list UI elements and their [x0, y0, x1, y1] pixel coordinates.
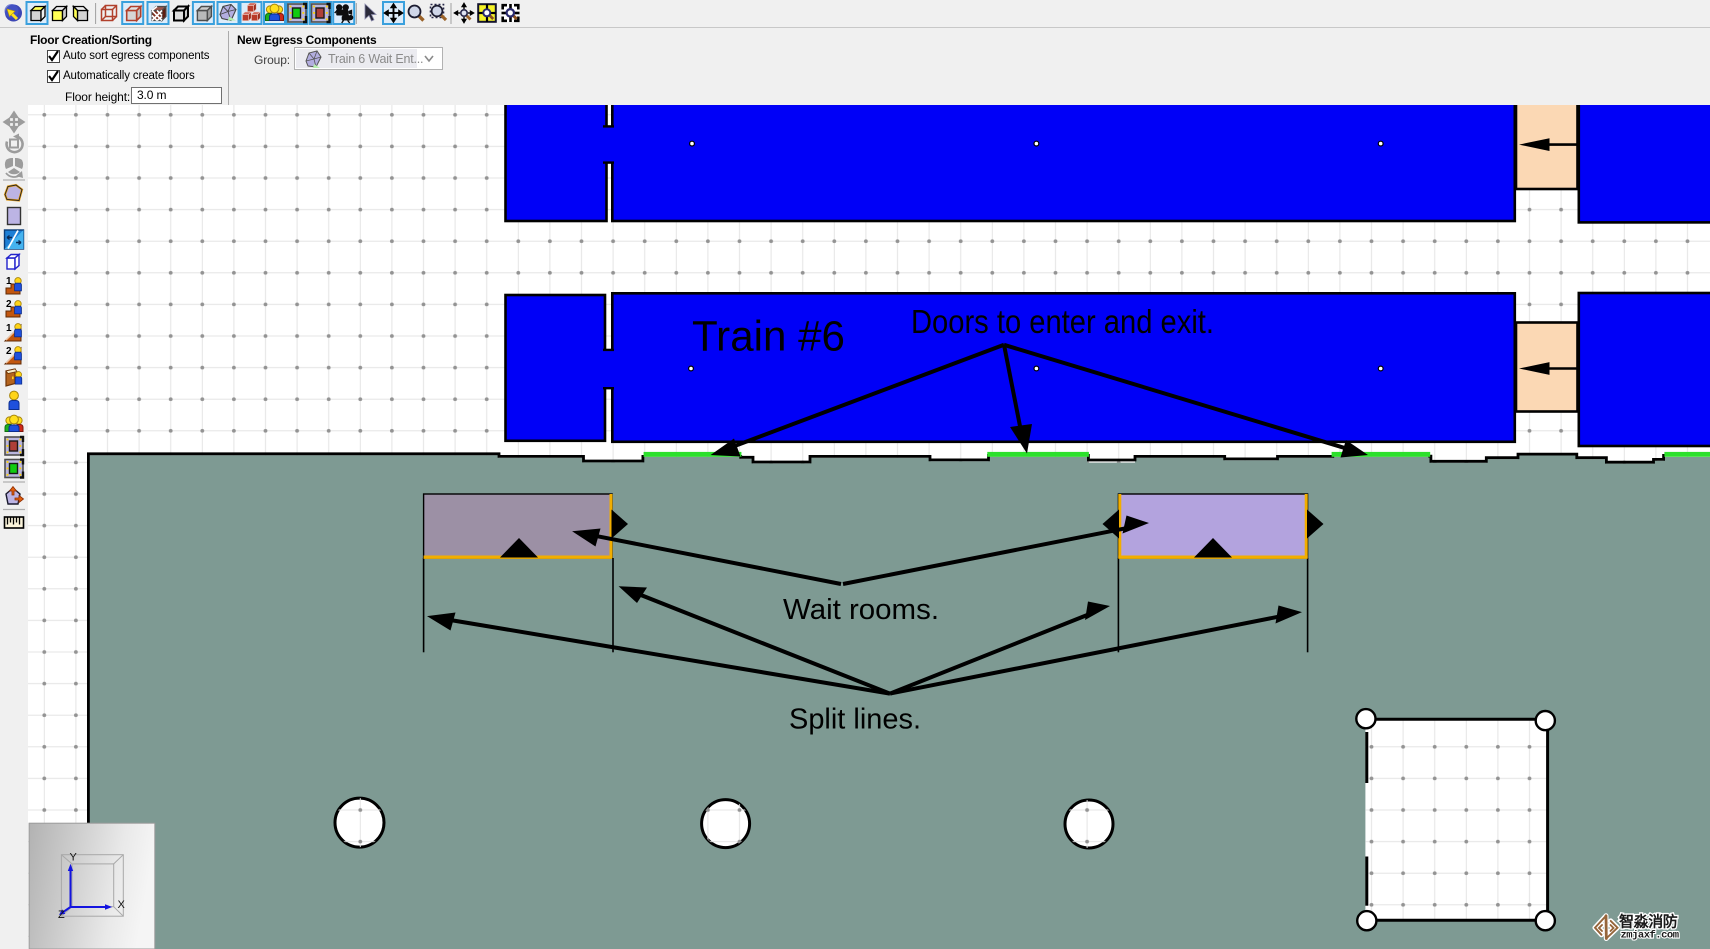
- svg-text:Doors to enter and exit.: Doors to enter and exit.: [911, 303, 1214, 340]
- svg-text:Train #6: Train #6: [692, 313, 845, 361]
- svg-text:X: X: [118, 899, 126, 911]
- svg-text:1: 1: [6, 276, 12, 287]
- svg-text:Split lines.: Split lines.: [789, 704, 921, 736]
- svg-text:2: 2: [6, 299, 12, 310]
- svg-text:智淼消防: 智淼消防: [1619, 913, 1678, 931]
- svg-text:1: 1: [6, 323, 12, 334]
- svg-text:zmjaxf.com: zmjaxf.com: [1621, 930, 1679, 942]
- svg-text:Wait rooms.: Wait rooms.: [783, 594, 939, 626]
- svg-text:Y: Y: [70, 852, 78, 864]
- svg-text:2: 2: [6, 346, 12, 357]
- svg-text:Z: Z: [58, 909, 65, 921]
